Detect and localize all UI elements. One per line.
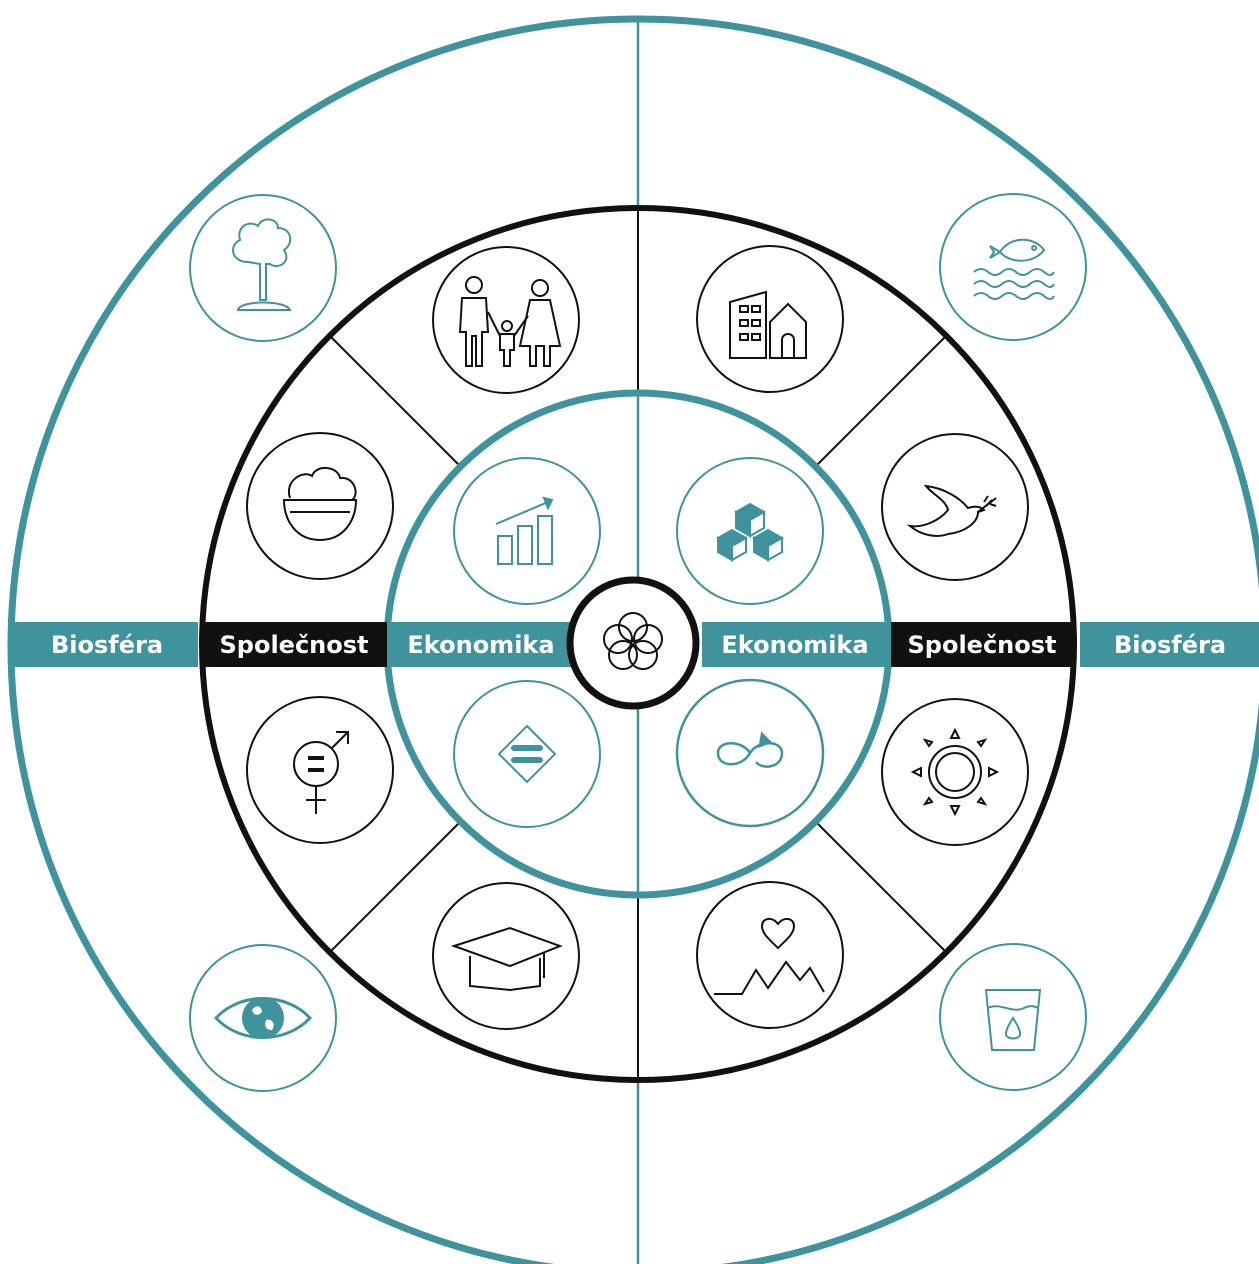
label-biosfera-left: Biosféra	[51, 631, 163, 659]
industry-cubes-icon	[676, 457, 824, 605]
band-ekonomika-right	[702, 622, 887, 667]
society-divider-nw	[329, 335, 460, 466]
society-divider-sw	[329, 822, 460, 953]
band-spolecnost-right	[891, 622, 1076, 667]
growth-chart-icon	[453, 457, 601, 605]
family-icon	[432, 246, 580, 394]
band-spolecnost-left	[201, 622, 387, 667]
society-divider-ne	[816, 335, 947, 466]
sun-energy-icon	[881, 698, 1029, 846]
band-biosfera-left	[14, 622, 198, 667]
recycle-loop-icon	[675, 678, 825, 828]
tree-icon	[189, 194, 337, 342]
eye-earth-icon	[189, 944, 337, 1092]
fish-water-icon	[939, 193, 1087, 341]
label-spolecnost-right: Společnost	[907, 631, 1056, 659]
center-circle	[566, 576, 700, 710]
city-buildings-icon	[696, 245, 844, 393]
sdg-rings-icon	[603, 612, 663, 670]
rice-bowl-icon	[246, 432, 394, 580]
label-biosfera-right: Biosféra	[1114, 631, 1226, 659]
health-heartbeat-icon	[696, 881, 844, 1029]
band-ekonomika-left	[390, 622, 575, 667]
graduation-cap-icon	[432, 882, 580, 1030]
water-glass-icon	[939, 943, 1087, 1091]
reduced-inequality-icon	[453, 680, 601, 828]
gender-equality-icon	[246, 696, 394, 844]
label-ekonomika-left: Ekonomika	[407, 631, 554, 659]
society-divider-se	[816, 822, 947, 953]
peace-dove-icon	[881, 433, 1029, 581]
label-spolecnost-left: Společnost	[219, 631, 368, 659]
label-ekonomika-right: Ekonomika	[721, 631, 868, 659]
band-biosfera-right	[1080, 622, 1259, 667]
